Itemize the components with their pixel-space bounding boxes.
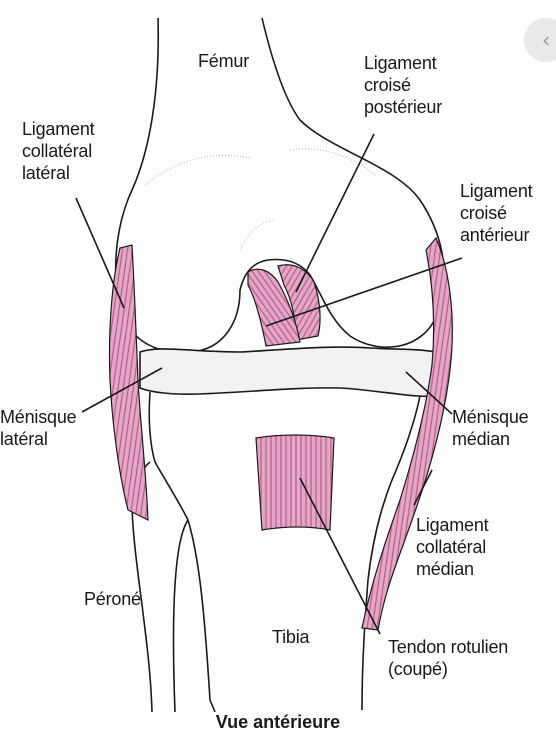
- leader-lines: [75, 133, 463, 635]
- chevron-left-icon[interactable]: ‹: [524, 18, 556, 62]
- label-lateral-collateral-ligament: Ligament collatéral latéral: [22, 119, 95, 183]
- label-femur: Fémur: [198, 51, 250, 71]
- label-medial-meniscus: Ménisque médian: [452, 407, 529, 449]
- label-patellar-tendon: Tendon rotulien (coupé): [388, 637, 509, 679]
- anterior-cruciate-ligament: [247, 268, 301, 347]
- label-posterior-cruciate-ligament: Ligament croisé postérieur: [364, 53, 443, 117]
- label-anterior-cruciate-ligament: Ligament croisé antérieur: [460, 181, 533, 245]
- medial-collateral-ligament: [361, 236, 453, 631]
- femur-bone: [114, 17, 445, 354]
- label-fibula: Péroné: [84, 589, 141, 609]
- tibia-bone: [148, 391, 421, 713]
- lateral-collateral-ligament: [108, 244, 149, 521]
- diagram-caption: Vue antérieure: [215, 712, 341, 732]
- label-lateral-meniscus: Ménisque latéral: [0, 407, 77, 449]
- label-medial-collateral-ligament: Ligament collatéral médian: [416, 515, 489, 579]
- label-tibia: Tibia: [272, 627, 310, 647]
- femur-shading: [144, 148, 376, 251]
- meniscus-band: [139, 346, 446, 398]
- patellar-tendon: [255, 434, 335, 531]
- posterior-cruciate-ligament: [277, 264, 321, 341]
